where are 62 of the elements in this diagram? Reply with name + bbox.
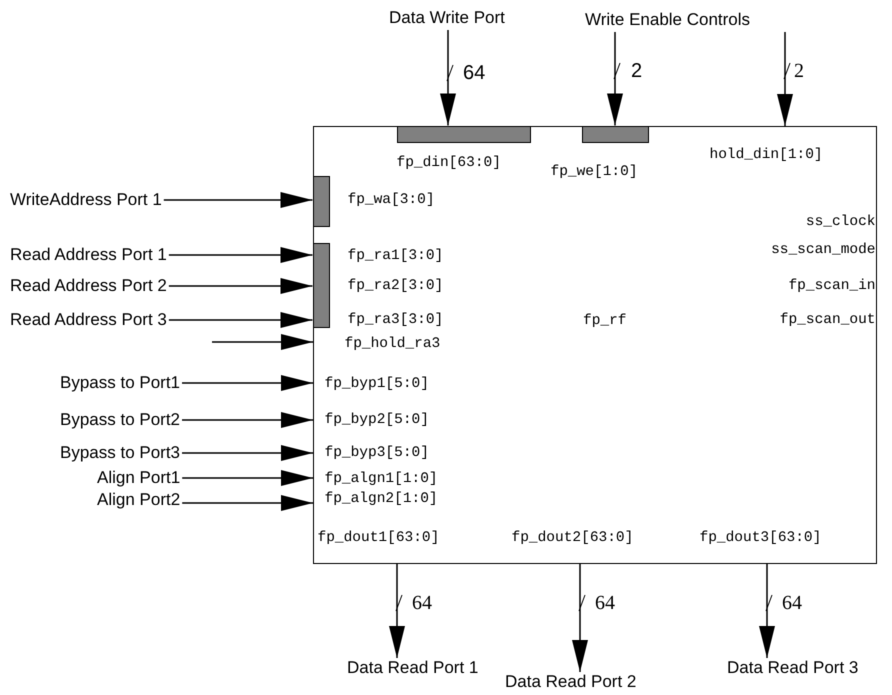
- signal-name: fp_din[63:0]: [396, 154, 501, 172]
- signal-name: fp_scan_in: [788, 278, 876, 294]
- port-label: Align Port2: [97, 490, 180, 510]
- arrow: [164, 192, 312, 208]
- arrow: [777, 32, 793, 126]
- arrow: [168, 247, 312, 263]
- port-label: Bypass to Port2: [60, 410, 180, 430]
- port-label: WriteAddress Port 1: [10, 190, 162, 210]
- port-label: Data Read Port 2: [505, 672, 636, 692]
- signal-name: fp_dout2[63:0]: [512, 530, 634, 546]
- signal-name: ss_clock: [806, 214, 876, 230]
- port-label: Read Address Port 1: [10, 245, 167, 265]
- signal-name: fp_dout1[63:0]: [318, 530, 440, 546]
- arrow: [182, 375, 313, 391]
- signal-name: fp_scan_out: [780, 312, 876, 328]
- port-bar: [582, 126, 648, 142]
- arrow: [182, 445, 313, 461]
- arrow: [607, 32, 623, 126]
- signal-name: fp_algn1[1:0]: [324, 470, 438, 488]
- block-name: fp_rf: [583, 313, 627, 330]
- port-label: Bypass to Port3: [60, 443, 180, 463]
- signal-name: fp_byp1[5:0]: [324, 376, 429, 392]
- edge-label: 64: [595, 592, 615, 614]
- arrow: [182, 470, 313, 486]
- arrow: [572, 564, 588, 672]
- arrow: [182, 495, 313, 511]
- edge-label: 64: [412, 592, 432, 614]
- port-label: Data Read Port 1: [347, 658, 478, 678]
- signal-name: fp_hold_ra3: [344, 336, 440, 352]
- signal-name: fp_ra3[3:0]: [348, 312, 444, 328]
- register-file-block: [313, 126, 877, 564]
- arrow: [168, 278, 312, 294]
- arrow: [182, 412, 313, 428]
- signal-name: fp_ra1[3:0]: [348, 248, 444, 264]
- port-bar: [396, 126, 530, 142]
- signal-name: fp_we[1:0]: [550, 164, 638, 180]
- port-label: Read Address Port 2: [10, 276, 167, 296]
- arrow: [389, 564, 405, 658]
- signal-name: fp_algn2[1:0]: [324, 490, 438, 508]
- port-bar: [312, 242, 330, 328]
- arrow: [759, 564, 775, 658]
- edge-label: 2: [794, 60, 804, 82]
- edge-label: 2: [631, 60, 642, 82]
- port-label: Align Port1: [97, 468, 180, 488]
- port-label: Data Read Port 3: [727, 658, 858, 678]
- signal-name: ss_scan_mode: [771, 242, 876, 258]
- signal-name: hold_din[1:0]: [710, 146, 823, 164]
- port-bar: [312, 176, 330, 226]
- port-label: Bypass to Port1: [60, 373, 180, 393]
- signal-name: fp_ra2[3:0]: [348, 278, 444, 294]
- port-label: Read Address Port 3: [10, 310, 167, 330]
- edge-label: 64: [782, 592, 802, 614]
- arrow: [212, 334, 313, 350]
- edge-label: 64: [463, 62, 486, 84]
- signal-name: fp_byp3[5:0]: [324, 444, 429, 462]
- arrow: [168, 312, 312, 328]
- signal-name: fp_wa[3:0]: [348, 192, 435, 208]
- signal-name: fp_byp2[5:0]: [324, 412, 429, 428]
- port-label: Data Write Port: [389, 8, 505, 28]
- port-label: Write Enable Controls: [585, 10, 750, 30]
- signal-name: fp_dout3[63:0]: [700, 530, 822, 546]
- arrow: [440, 30, 456, 126]
